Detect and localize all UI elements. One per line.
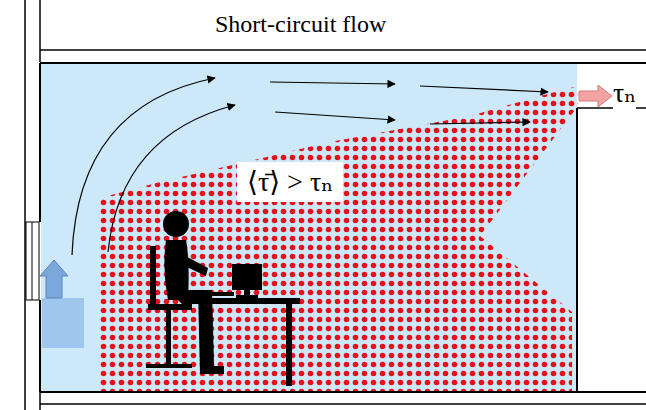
window: [26, 222, 39, 300]
exhaust-age-label: τₙ: [613, 77, 636, 109]
formula-box: ⟨τ̄⟩ > τₙ: [237, 162, 343, 202]
desk: [188, 264, 300, 386]
supply-unit: [42, 298, 84, 348]
walls: [25, 0, 646, 410]
supply-arrow: [40, 260, 68, 298]
exhaust-arrow: [579, 85, 612, 107]
flow-label: Short-circuit flow: [215, 11, 386, 39]
stagnant-zone: [41, 63, 581, 392]
flow-arrows: [72, 78, 548, 255]
formula-text: ⟨τ̄⟩ > τₙ: [247, 166, 333, 198]
